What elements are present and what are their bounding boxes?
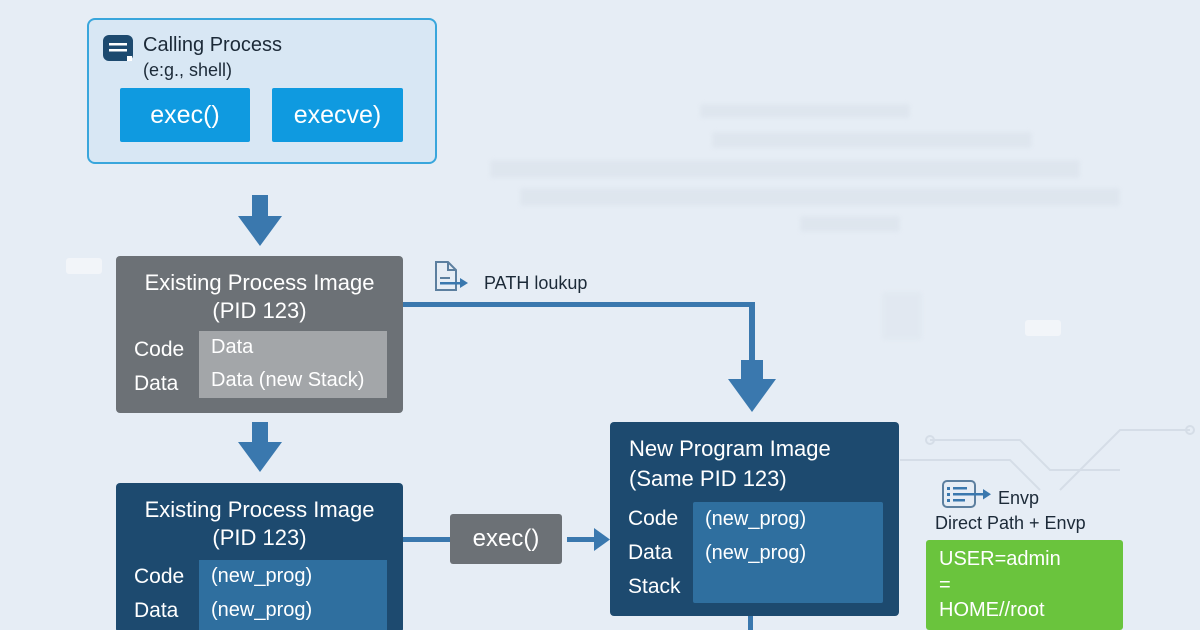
- segment-label-stack: Stack: [628, 575, 681, 598]
- path-lookup-label: PATH loukup: [484, 273, 588, 293]
- calling-process-title: Calling Process: [143, 34, 282, 56]
- segment-label-data: Data: [134, 599, 179, 622]
- process-title: Existing Process Image: [144, 270, 375, 295]
- segment-value: (new_prog): [705, 542, 807, 564]
- process-title: New Program Image: [629, 436, 831, 461]
- background-ghost-text: [520, 188, 1120, 206]
- process-title: Existing Process Image: [144, 497, 375, 522]
- new-program-image: New Program Image (Same PID 123) Code Da…: [610, 422, 899, 616]
- segment-label-data: Data: [134, 372, 179, 395]
- background-ghost-text: [800, 216, 900, 232]
- existing-process-image-after: Existing Process Image (PID 123) Code Da…: [116, 483, 403, 630]
- execve-button[interactable]: execve): [272, 88, 403, 142]
- list-arrow-icon: [942, 480, 991, 508]
- segment-label-data: Data: [628, 541, 673, 564]
- calling-process-subtitle: (e:g., shell): [143, 60, 233, 80]
- segment-value: (new_prog): [705, 508, 807, 530]
- process-pid: (Same PID 123): [629, 466, 787, 491]
- process-pid: (PID 123): [212, 525, 307, 550]
- background-ghost-text: [712, 132, 1032, 148]
- calling-process-box: Calling Process (e:g., shell) exec() exe…: [87, 18, 437, 164]
- env-line: =: [939, 574, 951, 596]
- terminal-window-icon: [103, 35, 133, 61]
- segment-label-code: Code: [134, 565, 185, 588]
- connector-down-stub: [748, 616, 753, 630]
- segment-value: Data (new Stack): [211, 369, 365, 391]
- segment-value: Data: [211, 336, 254, 358]
- exec-call-label: exec(): [450, 514, 562, 564]
- background-ghost-text: [490, 160, 1080, 178]
- arrow-down-1: [238, 195, 282, 246]
- segment-values-panel: (new_prog) (new_prog): [693, 502, 883, 603]
- envp-label: Envp: [998, 488, 1040, 508]
- exec-button[interactable]: exec(): [120, 88, 250, 142]
- exec-connector: [403, 528, 610, 551]
- environment-variables-box: USER=admin = HOME//root: [926, 540, 1123, 630]
- background-decoration: [1025, 320, 1061, 336]
- background-decoration: [882, 292, 922, 340]
- direct-path-envp-caption: Direct Path + Envp: [935, 513, 1086, 533]
- process-pid: (PID 123): [212, 298, 307, 323]
- segment-values-panel: (new_prog) (new_prog): [199, 560, 387, 630]
- env-line: HOME//root: [939, 599, 1045, 621]
- file-arrow-icon: [435, 261, 468, 291]
- existing-process-image-before: Existing Process Image (PID 123) Code Da…: [116, 256, 403, 413]
- segment-value: (new_prog): [211, 565, 313, 587]
- path-lookup-connector: [403, 302, 776, 412]
- segment-label-code: Code: [628, 507, 679, 530]
- background-decoration: [66, 258, 102, 274]
- background-ghost-text: [700, 104, 910, 118]
- segment-label-code: Code: [134, 338, 185, 361]
- env-line: USER=admin: [939, 548, 1061, 570]
- arrow-down-2: [238, 422, 282, 472]
- background-circuit: [900, 425, 1195, 491]
- segment-values-panel: Data Data (new Stack): [199, 331, 387, 398]
- segment-value: (new_prog): [211, 599, 313, 621]
